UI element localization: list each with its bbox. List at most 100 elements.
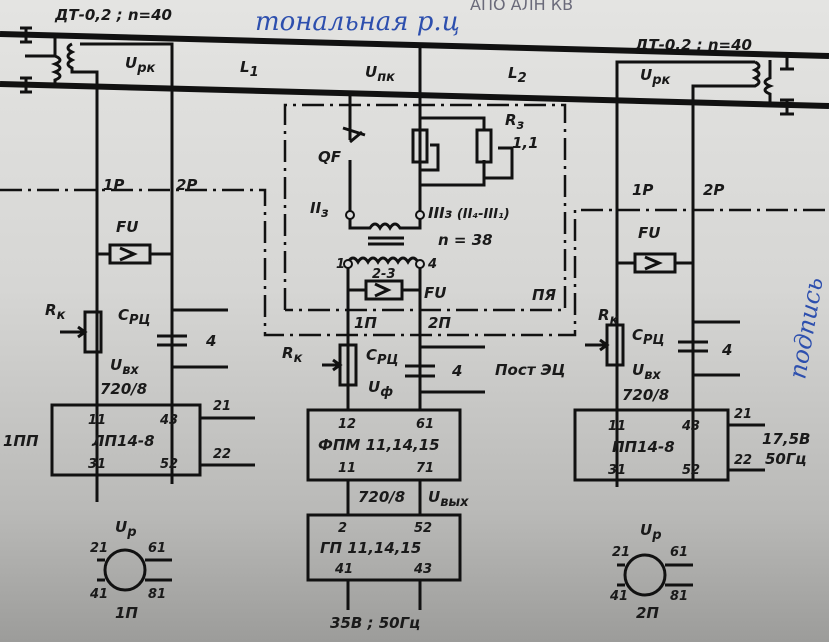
svg-text:52: 52 (414, 521, 432, 536)
right-crc-label: CРЦ (632, 326, 665, 348)
svg-text:ПП14-8: ПП14-8 (612, 438, 675, 456)
right-fu-label: FU (638, 224, 660, 242)
r3-label: Rз (505, 111, 524, 133)
supply-label: 35В ; 50Гц (330, 614, 420, 632)
svg-text:11: 11 (338, 461, 356, 476)
right-motor-41: 41 (609, 589, 628, 604)
l2-label: L2 (508, 64, 527, 86)
left-receiver-block: 11 43 ЛП14-8 31 52 (88, 413, 178, 472)
uf-label: Uф (368, 378, 393, 400)
svg-text:ГП 11,14,15: ГП 11,14,15 (320, 539, 421, 557)
transformer-right (615, 53, 794, 487)
right-cap-4: 4 (721, 341, 732, 359)
center-1p-label: 1П (354, 314, 377, 332)
transformer-left (20, 26, 174, 502)
left-fu-label: FU (116, 218, 138, 236)
right-out-21: 21 (734, 407, 752, 422)
left-urk-label: Uрк (125, 54, 156, 76)
left-motor-41: 41 (89, 587, 108, 602)
svg-text:43: 43 (159, 413, 178, 428)
right-motor-81: 81 (670, 589, 688, 604)
center-panel (322, 46, 514, 410)
terminal-1: 1 (336, 257, 345, 272)
left-branch (50, 243, 255, 592)
upk-label: Uпк (365, 63, 396, 85)
svg-text:11: 11 (88, 413, 106, 428)
r3-value: 1,1 (512, 134, 539, 152)
fuse-left (108, 243, 152, 265)
left-up-label: Uр (115, 518, 137, 540)
terminal-4: 4 (427, 257, 437, 272)
right-1p-label: 1P (632, 181, 653, 199)
uvyh-label: Uвых (428, 488, 469, 510)
right-branch (573, 252, 765, 597)
svg-text:31: 31 (88, 457, 106, 472)
left-uvx-label: Uвх (110, 356, 139, 378)
center-2p-label: 2П (428, 314, 451, 332)
right-freq-label: 50Гц (765, 450, 807, 468)
l1-label: L1 (240, 58, 259, 80)
left-ratio-label: 720/8 (100, 380, 147, 398)
right-motor-21: 21 (612, 545, 630, 560)
rail-top (0, 31, 829, 59)
svg-text:61: 61 (416, 417, 434, 432)
right-ratio-label: 720/8 (622, 386, 669, 404)
center-crc-label: CРЦ (366, 346, 399, 368)
center-cap-4: 4 (451, 362, 462, 380)
rails (0, 31, 829, 109)
right-rk-label: Rк (598, 306, 620, 328)
right-voltage-label: 17,5В (762, 430, 810, 448)
svg-text:41: 41 (334, 562, 353, 577)
left-motor-label: 1П (115, 604, 138, 622)
right-uvx-label: Uвх (632, 361, 661, 383)
pya-label: ПЯ (532, 286, 557, 304)
left-out-21: 21 (213, 399, 231, 414)
resistor-r3a (411, 128, 429, 164)
svg-text:ФПМ 11,14,15: ФПМ 11,14,15 (318, 436, 440, 454)
right-receiver-block: 11 43 ПП14-8 31 52 (608, 419, 700, 478)
top-handwritten-note: АПО АЛН КВ (470, 0, 573, 14)
left-1pp-label: 1ПП (3, 432, 39, 450)
svg-text:71: 71 (416, 461, 434, 476)
right-2p-label: 2P (703, 181, 724, 199)
svg-text:52: 52 (682, 463, 700, 478)
svg-text:2: 2 (338, 521, 347, 536)
svg-text:ЛП14-8: ЛП14-8 (91, 432, 155, 450)
left-rk-label: Rк (45, 301, 67, 323)
right-motor-label: 2П (636, 604, 659, 622)
left-2p-label: 2P (176, 176, 197, 194)
svg-text:12: 12 (338, 417, 356, 432)
right-urk-label: Uрк (640, 66, 671, 88)
right-out-22: 22 (734, 453, 752, 468)
left-motor-81: 81 (148, 587, 166, 602)
svg-text:43: 43 (413, 562, 432, 577)
left-1p-label: 1P (103, 176, 124, 194)
transformer-left-label: ДТ-0,2 ; n=40 (54, 6, 172, 24)
left-cap-4: 4 (205, 332, 216, 350)
left-out-22: 22 (213, 447, 231, 462)
handwritten-signature: подпись (783, 275, 828, 381)
svg-text:43: 43 (681, 419, 700, 434)
svg-text:31: 31 (608, 463, 626, 478)
svg-text:11: 11 (608, 419, 626, 434)
gp-block: 2 52 ГП 11,14,15 41 43 (306, 513, 462, 582)
left-crc-label: CРЦ (118, 306, 151, 328)
title-handwritten: тональная р.ц (255, 7, 460, 37)
fuse-right (633, 252, 677, 274)
fpm-block: 12 61 ФПМ 11,14,15 11 71 (306, 408, 462, 482)
right-up-label: Uр (640, 521, 662, 543)
right-motor-61: 61 (670, 545, 688, 560)
left-motor-61: 61 (148, 541, 166, 556)
post-ec-label: Пост ЭЦ (495, 361, 566, 379)
terminal-2-3: 2-3 (372, 267, 396, 282)
qf-label: QF (318, 148, 342, 166)
iii3-label: IIIз (II₄-III₁) (428, 204, 510, 222)
resistor-r3b (475, 128, 493, 164)
center-rk-label: Rк (282, 344, 304, 366)
center-fu-label: FU (424, 284, 446, 302)
svg-text:52: 52 (160, 457, 178, 472)
ii3-label: IIз (310, 199, 329, 221)
rail-bottom (0, 81, 829, 109)
